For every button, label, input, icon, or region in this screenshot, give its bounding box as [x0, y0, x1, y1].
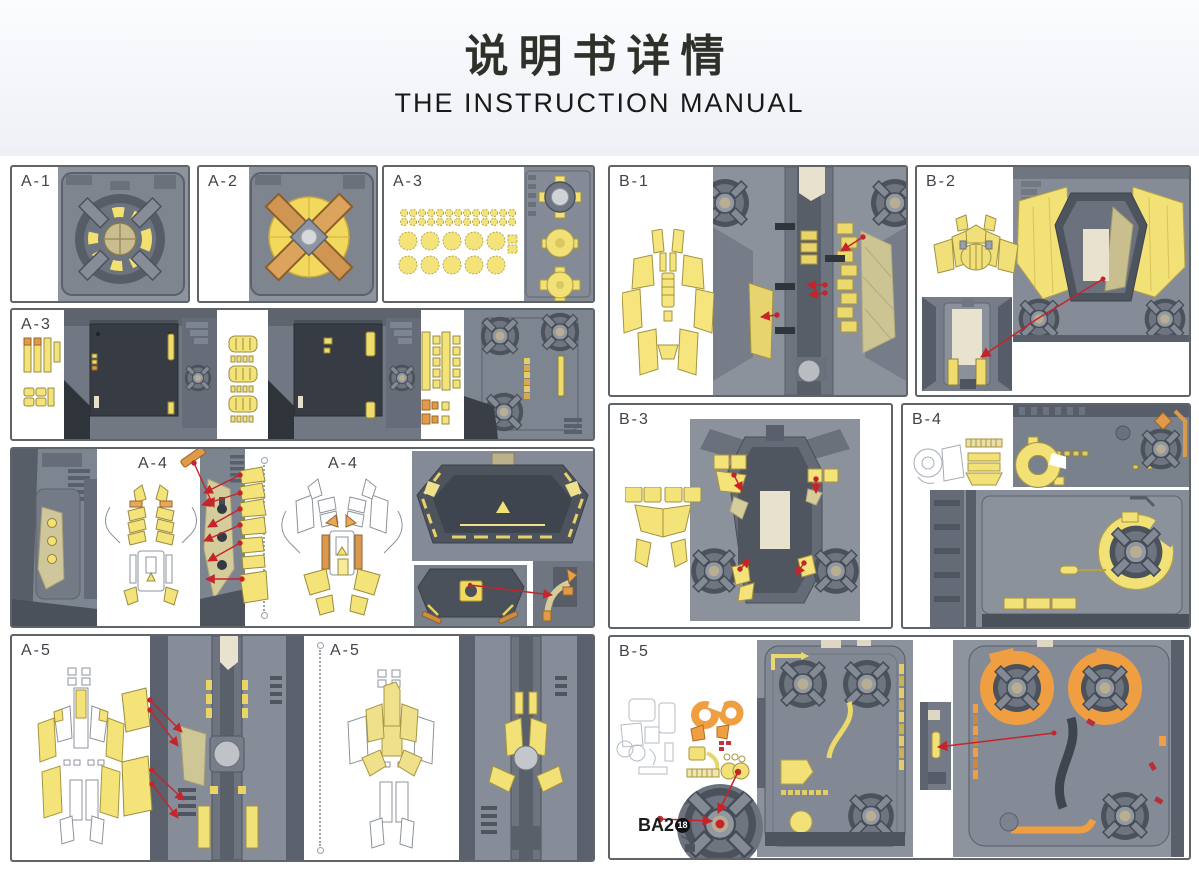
photo-b5-plate-yellow: [757, 640, 913, 857]
a5-etch-parts-and-arrows: [120, 682, 252, 834]
panel-a1: A-1: [10, 165, 190, 303]
dotted-separator-a5: [317, 642, 324, 854]
photo-a5-spine-1: [150, 636, 304, 860]
photo-b4-ring-panel: [930, 490, 1189, 627]
panel-b2-label: B-2: [926, 173, 957, 190]
panel-b3: B-3: [608, 403, 893, 629]
diagram-a3-strip-parts-2: [420, 330, 462, 434]
photo-b5-zoom-inset: [677, 784, 763, 858]
panel-b5: B-5: [608, 635, 1191, 860]
photo-b3-tower: [690, 419, 860, 621]
page-title: 说明书详情: [464, 32, 735, 81]
diagram-b4-ring-parts: [908, 433, 1066, 491]
page-subtitle: THE INSTRUCTION MANUAL: [394, 88, 805, 118]
a4-etch-parts-and-arrows: [170, 449, 272, 626]
b2-red-arrow: [917, 167, 1189, 395]
diagram-a4-lineart-1: [100, 477, 202, 612]
photo-a4-side-after: [200, 449, 245, 626]
ba2-part-code: BA2: [638, 815, 675, 835]
photo-a4-shield-bottom: [414, 565, 527, 626]
photo-a4-shield-top: [412, 451, 593, 561]
photo-a3-pods: [464, 310, 593, 439]
ba2-quantity-badge: 18: [675, 818, 691, 833]
panel-b1-label: B-1: [619, 173, 650, 190]
panel-b4: B-4: [901, 403, 1191, 629]
panel-a5-left-label: A-5: [21, 642, 52, 659]
panel-a2-label: A-2: [208, 173, 239, 190]
panel-b1: B-1: [608, 165, 908, 397]
panel-a1-label: A-1: [21, 173, 52, 190]
photo-a1-hatch: [58, 167, 188, 301]
panel-b4-label: B-4: [912, 411, 943, 428]
b5-red-arrows-left: [630, 755, 780, 858]
panel-a4: A-4 A-4: [10, 447, 595, 628]
photo-b5-plate-orange: [953, 640, 1184, 857]
photo-a3-pod-strip: [524, 167, 593, 301]
panel-a3-parts: A-3: [382, 165, 595, 303]
diagram-a3-strip-parts-1: [22, 332, 62, 432]
diagram-b2-wing-part: [932, 211, 1020, 281]
photo-a3-box-1: [64, 310, 217, 439]
photo-b4-top-strip: [1013, 405, 1189, 487]
diagram-b3-plate-parts: [625, 487, 705, 575]
photo-b2-detail-small: [922, 297, 1012, 391]
photo-a4-side-before: [12, 449, 97, 626]
diagram-a5-lineart-1: [30, 660, 148, 848]
diagram-b5-colored: [683, 695, 750, 783]
photo-a3-box-2: [268, 310, 421, 439]
panel-a3-parts-label: A-3: [393, 173, 424, 190]
a4-red-arrow: [412, 557, 593, 626]
photo-b2-panel-large: [1013, 167, 1189, 342]
diagram-a3-rivet-parts: [396, 207, 522, 295]
photo-a2-hatch: [249, 167, 376, 301]
diagram-a4-lineart-2: [274, 471, 410, 621]
diagram-b1-vest-part: [622, 229, 714, 377]
panel-a2: A-2: [197, 165, 378, 303]
panel-a5: A-5 A-5: [10, 634, 595, 862]
diagram-a5-lineart-2: [342, 662, 457, 850]
b5-red-arrow-right: [928, 723, 1064, 767]
photo-a5-spine-2: [459, 636, 593, 860]
photo-b1-torso: [713, 167, 906, 395]
panel-a4-left-label: A-4: [138, 455, 169, 472]
panel-a5-right-label: A-5: [330, 642, 361, 659]
dotted-separator-a4: [261, 457, 268, 619]
diagram-b5-outline: [615, 693, 683, 780]
page-header: 说明书详情 THE INSTRUCTION MANUAL: [0, 0, 1199, 156]
panel-a4-right-label: A-4: [328, 455, 359, 472]
panel-a3-main-label: A-3: [21, 316, 52, 333]
panel-a3-main: A-3: [10, 308, 595, 441]
panel-b2: B-2: [915, 165, 1191, 397]
panel-b3-label: B-3: [619, 411, 650, 428]
diagram-a3-coil-parts: [227, 332, 265, 432]
panel-b5-label: B-5: [619, 643, 650, 660]
